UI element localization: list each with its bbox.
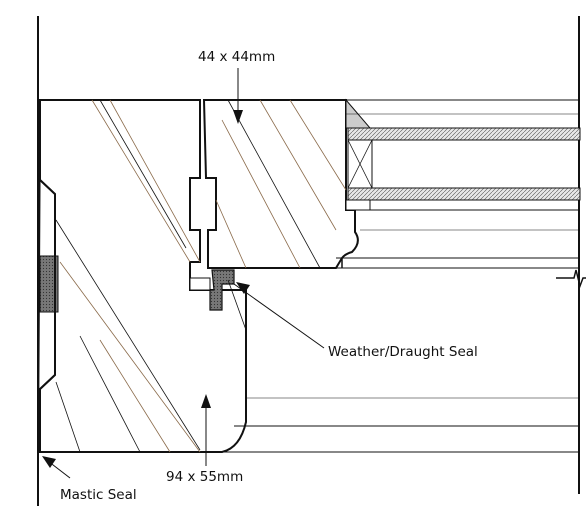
mastic-seal-block (39, 255, 59, 313)
mastic-callout-head (42, 456, 56, 468)
break-symbol (556, 269, 586, 289)
seal-callout-head (236, 282, 250, 294)
dim-arrow-top-head (233, 110, 243, 124)
bottom-dimension-label: 94 x 55mm (166, 469, 244, 485)
seal-callout-label: Weather/Draught Seal (328, 344, 478, 360)
sash-section (202, 99, 359, 269)
seal-holder (189, 277, 211, 291)
spacer-cross-b (347, 139, 373, 189)
glazing-bead-bottom (345, 199, 371, 211)
glazing-top-pane (347, 127, 581, 141)
glazing-bottom-pane (347, 187, 581, 201)
dim-arrow-bottom-head (201, 394, 211, 408)
seal-callout-line (233, 283, 325, 349)
outer-frame-left-face (39, 100, 56, 452)
mastic-callout-label: Mastic Seal (60, 487, 137, 503)
timber-grain (59, 99, 347, 453)
top-dimension-label: 44 x 44mm (198, 49, 276, 65)
timber-grain-dark (55, 99, 321, 453)
